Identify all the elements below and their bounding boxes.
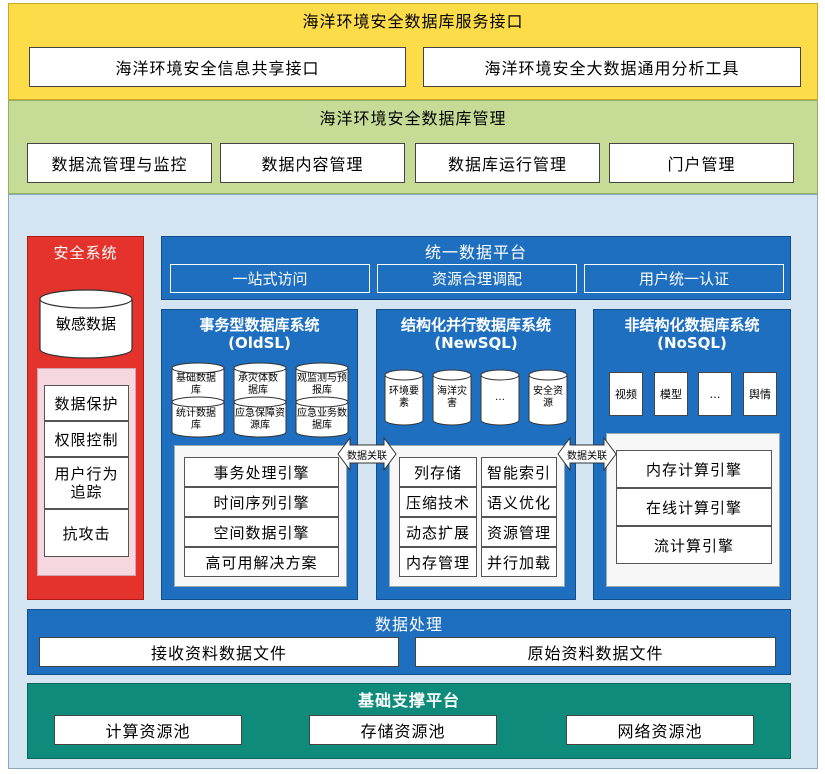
data-protection: 数据保护 (44, 385, 129, 421)
newsql-db-cylinders-icon (384, 369, 568, 426)
newsql-feature-panel: 列存储 压缩技术 动态扩展 内存管理 智能索引 语义优化 资源管理 并行加载 (389, 445, 565, 587)
big-data-analysis-tool: 海洋环境安全大数据通用分析工具 (423, 47, 801, 87)
column-storage: 列存储 (399, 457, 477, 487)
stream-compute-engine: 流计算引擎 (616, 526, 772, 564)
service-layer-title: 海洋环境安全数据库服务接口 (302, 12, 524, 31)
anti-attack: 抗攻击 (44, 509, 129, 557)
oldsl-system: 事务型数据库系统 (OldSL) 基础数据库 承灾体数据库 观监测与预报库 统计… (161, 309, 358, 600)
nosql-item-more: … (698, 372, 732, 416)
service-interface-layer: 海洋环境安全数据库服务接口 海洋环境安全信息共享接口 海洋环境安全大数据通用分析… (8, 3, 818, 100)
oldsl-db-statistics: 统计数据库 (176, 408, 216, 431)
runtime-management-box: 数据库运行管理 (415, 143, 600, 183)
nosql-item-public-opinion: 舆情 (743, 372, 777, 416)
infrastructure-title: 基础支撑平台 (357, 691, 460, 710)
oldsl-db-basic: 基础数据库 (176, 373, 216, 396)
unified-authentication: 用户统一认证 (584, 264, 784, 293)
dynamic-scaling: 动态扩展 (399, 517, 477, 547)
security-system: 安全系统 敏感数据 数据保护 权限控制 用户行为追踪 抗攻击 (27, 236, 144, 600)
unified-platform-title: 统一数据平台 (424, 243, 527, 262)
portal-management-box: 门户管理 (609, 143, 794, 183)
oldsl-db-observation: 观监测与预报库 (297, 373, 347, 396)
raw-data-files: 原始资料数据文件 (415, 637, 776, 667)
storage-resource-pool: 存储资源池 (309, 715, 497, 745)
security-features-panel: 数据保护 权限控制 用户行为追踪 抗攻击 (37, 368, 136, 576)
spatial-engine: 空间数据引擎 (184, 517, 339, 547)
online-compute-engine: 在线计算引擎 (616, 488, 772, 526)
oldsl-db-cylinders-icon (171, 362, 349, 438)
newsql-system: 结构化并行数据库系统 (NewSQL) 环境要素 海洋灾害 … 安全资源 列存储… (376, 309, 576, 600)
data-link-label-left: 数据关联 (347, 450, 387, 462)
newsql-db-security: 安全资源 (533, 386, 563, 409)
user-behavior-tracking: 用户行为追踪 (44, 457, 129, 509)
sensitive-data-cylinder-icon (39, 289, 133, 359)
data-processing-layer: 数据处理 接收资料数据文件 原始资料数据文件 (27, 609, 791, 675)
oldsl-title: 事务型数据库系统 (199, 315, 320, 334)
access-control: 权限控制 (44, 421, 129, 457)
received-data-files: 接收资料数据文件 (39, 637, 399, 667)
compression: 压缩技术 (399, 487, 477, 517)
dataflow-management-box: 数据流管理与监控 (27, 143, 212, 183)
oldsl-db-hazard-bearing: 承灾体数据库 (238, 373, 278, 396)
data-processing-title: 数据处理 (374, 615, 443, 634)
resource-management: 资源管理 (481, 517, 557, 547)
compute-resource-pool: 计算资源池 (54, 715, 242, 745)
security-title: 安全系统 (53, 243, 118, 262)
data-link-arrow-left-icon (337, 436, 397, 472)
nosql-title: 非结构化数据库系统 (624, 315, 760, 334)
database-management-layer: 海洋环境安全数据库管理 数据流管理与监控 数据内容管理 数据库运行管理 门户管理 (8, 100, 818, 194)
nosql-item-video: 视频 (609, 372, 643, 416)
data-link-arrow-right-icon (557, 436, 617, 472)
infrastructure-platform: 基础支撑平台 计算资源池 存储资源池 网络资源池 (27, 683, 791, 759)
semantic-optimization: 语义优化 (481, 487, 557, 517)
oldsl-subtitle: (OldSL) (228, 334, 291, 352)
newsql-db-more: … (495, 392, 505, 403)
high-availability-solution: 高可用解决方案 (184, 547, 339, 577)
transaction-engine: 事务处理引擎 (184, 457, 339, 487)
newsql-subtitle: (NewSQL) (434, 334, 518, 352)
in-memory-compute-engine: 内存计算引擎 (616, 450, 772, 488)
sensitive-data-label: 敏感数据 (55, 314, 116, 333)
nosql-item-model: 模型 (654, 372, 688, 416)
content-management-box: 数据内容管理 (220, 143, 405, 183)
data-link-label-right: 数据关联 (567, 450, 607, 462)
one-stop-access: 一站式访问 (170, 264, 370, 293)
nosql-subtitle: (NoSQL) (657, 334, 727, 352)
newsql-db-environment: 环境要素 (389, 386, 419, 409)
nosql-system: 非结构化数据库系统 (NoSQL) 视频 模型 … 舆情 内存计算引擎 在线计算… (593, 309, 791, 600)
newsql-title: 结构化并行数据库系统 (400, 315, 551, 334)
nosql-engine-panel: 内存计算引擎 在线计算引擎 流计算引擎 (606, 433, 780, 587)
resource-allocation: 资源合理调配 (377, 264, 577, 293)
network-resource-pool: 网络资源池 (566, 715, 754, 745)
newsql-db-disaster: 海洋灾害 (437, 386, 467, 409)
oldsl-db-emergency-resources: 应急保障资源库 (235, 408, 285, 431)
management-layer-title: 海洋环境安全数据库管理 (319, 109, 507, 128)
unified-data-platform: 统一数据平台 一站式访问 资源合理调配 用户统一认证 (161, 236, 791, 300)
oldsl-db-emergency-business: 应急业务数据库 (297, 408, 347, 431)
parallel-loading: 并行加载 (481, 547, 557, 577)
timeseries-engine: 时间序列引擎 (184, 487, 339, 517)
memory-management: 内存管理 (399, 547, 477, 577)
info-sharing-interface: 海洋环境安全信息共享接口 (29, 47, 406, 87)
oldsl-engine-panel: 事务处理引擎 时间序列引擎 空间数据引擎 高可用解决方案 (174, 445, 347, 587)
smart-index: 智能索引 (481, 457, 557, 487)
